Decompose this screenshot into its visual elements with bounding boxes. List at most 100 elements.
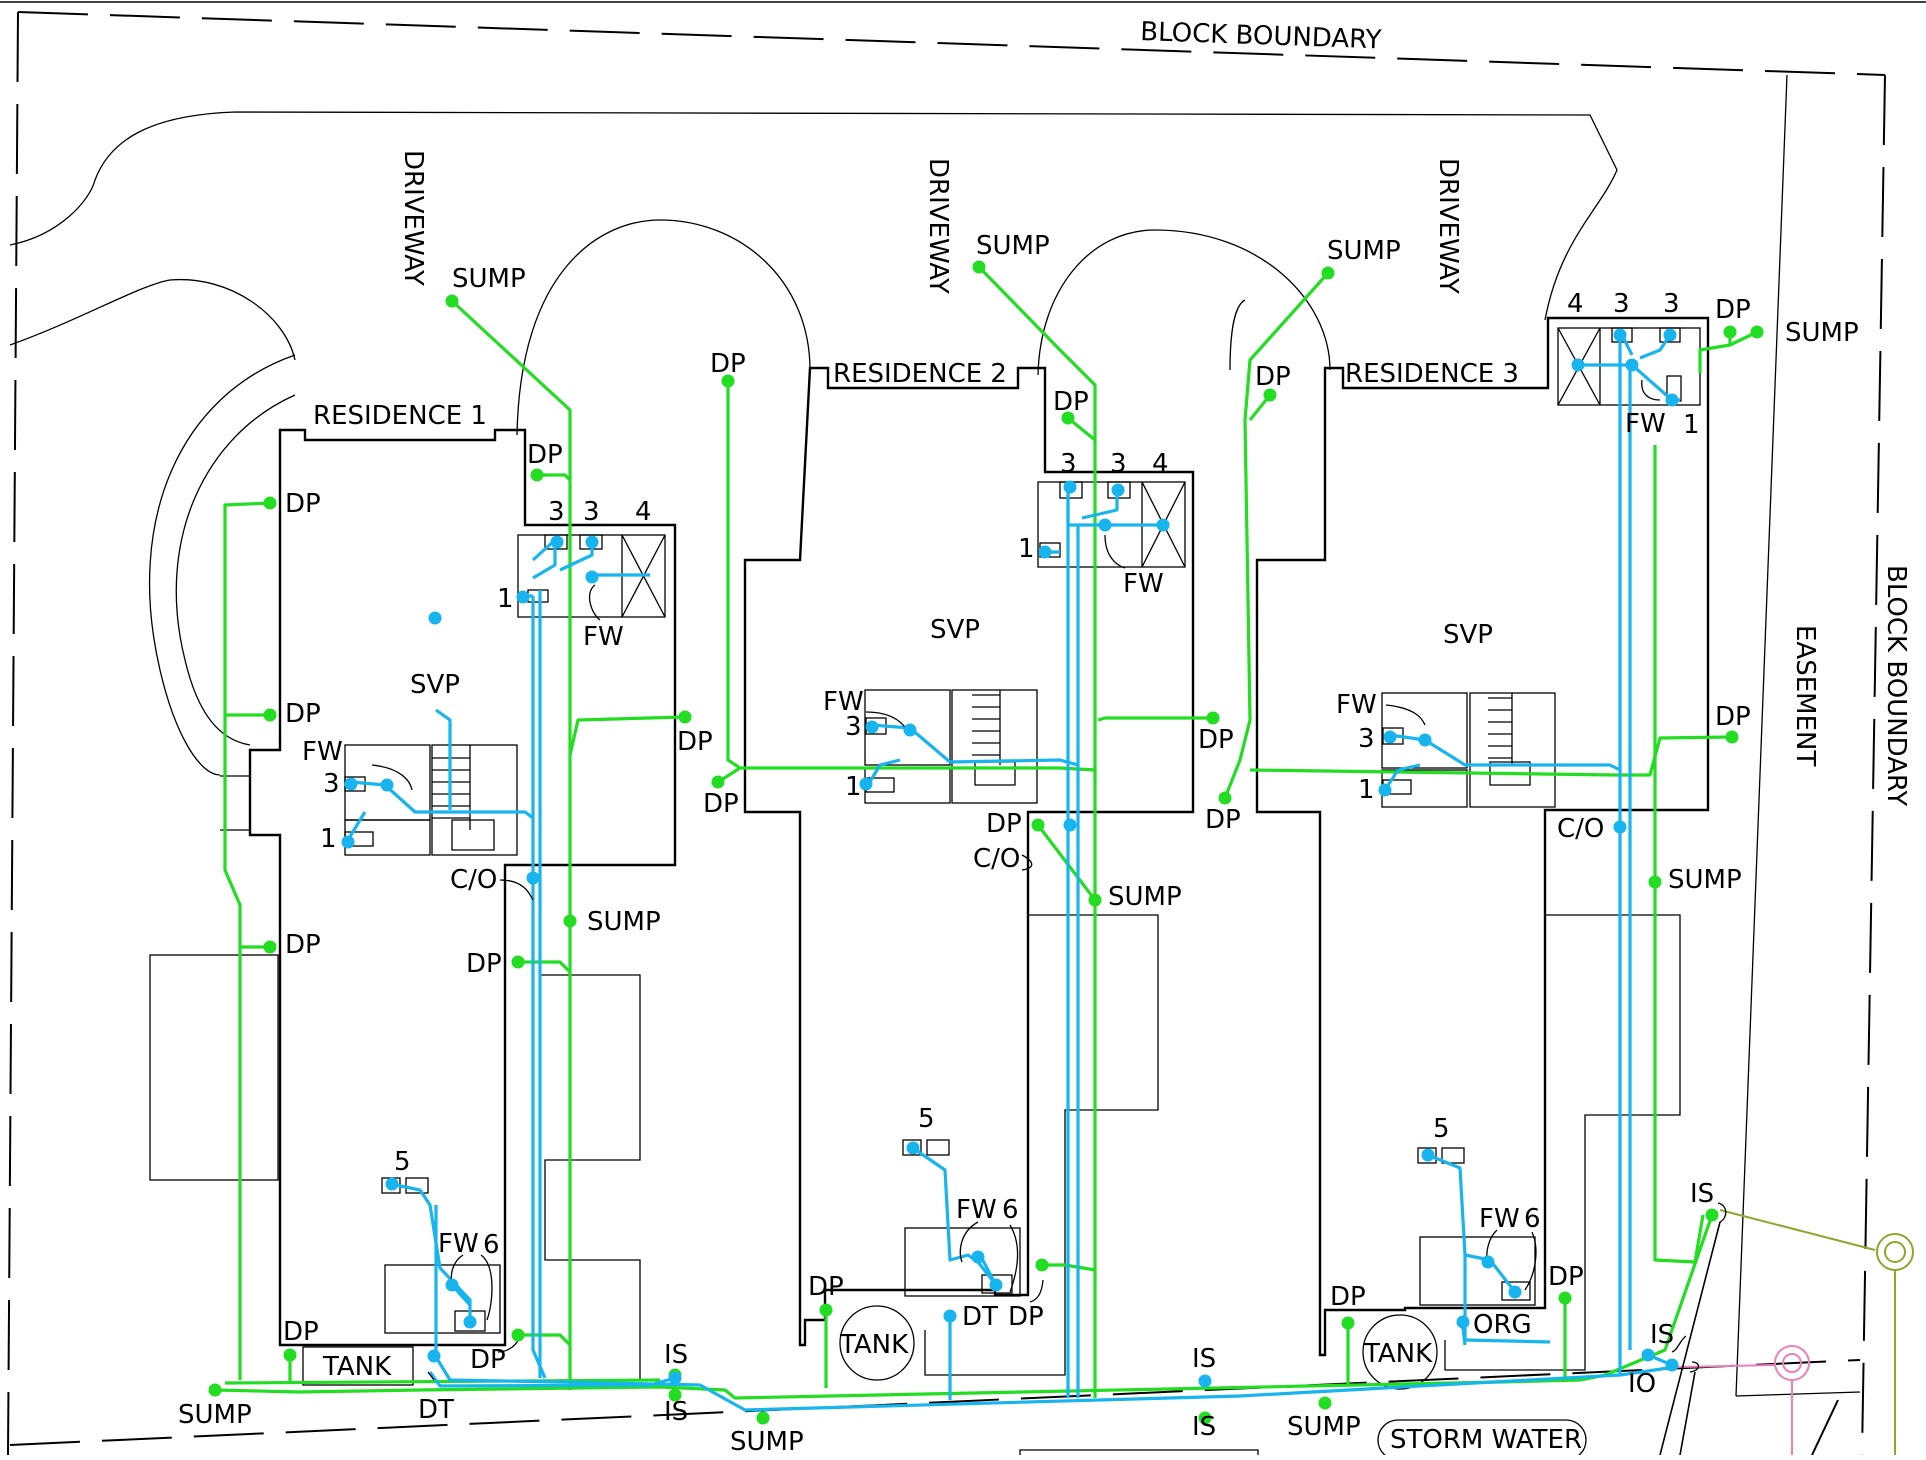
curve-outer xyxy=(148,354,296,776)
stormwater-pit xyxy=(530,468,544,482)
stormwater-r1-east xyxy=(537,473,686,756)
sewer-junction xyxy=(1098,518,1112,532)
label-residence-3: RESIDENCE 3 xyxy=(1345,359,1519,389)
leader-is-r3 xyxy=(1671,1335,1687,1353)
r3-basin-a xyxy=(1611,327,1633,343)
stormwater-pit xyxy=(668,1388,682,1402)
leader-io xyxy=(1689,1361,1700,1373)
stormwater-pit xyxy=(1088,893,1102,907)
stormwater-pit xyxy=(756,1411,770,1425)
outbuilding-1 xyxy=(149,954,279,1181)
common-driveway-edge xyxy=(9,111,1618,321)
sewer-connection-pit-inner xyxy=(1782,1353,1802,1373)
label-sump-main: SUMP xyxy=(730,1427,804,1455)
label-leaders xyxy=(371,379,1727,1381)
label-dp-r2-b: DP xyxy=(1198,725,1234,755)
stormwater-pit xyxy=(263,496,277,510)
label-co-r3: C/O xyxy=(1557,814,1604,844)
label-dp-r1-c: DP xyxy=(285,930,321,960)
label-dp-r3-b: DP xyxy=(1715,702,1751,732)
label-dp-r1-g: DP xyxy=(466,949,502,979)
stormwater-branch-r1 xyxy=(224,1378,661,1385)
stormwater-pit xyxy=(1218,791,1232,805)
sewer-junction xyxy=(585,535,599,549)
label-num-5-r1: 5 xyxy=(394,1147,411,1177)
sewer-junction xyxy=(1613,328,1627,342)
sewer-junction xyxy=(585,570,599,584)
stormwater-sump-r2 xyxy=(977,265,1097,1398)
label-easement: EASEMENT xyxy=(1790,625,1820,766)
sewer-junction xyxy=(463,1315,477,1329)
r2-stair-treads xyxy=(972,690,1016,786)
sewer-junction xyxy=(341,835,355,849)
stormwater-pit xyxy=(263,940,277,954)
stormwater-sump-r2-east xyxy=(1223,271,1330,799)
sewer-junction xyxy=(427,1349,441,1363)
stormwater-sump-r3 xyxy=(1698,330,1758,373)
sewer-junction xyxy=(1481,1255,1495,1269)
stormwater-sump-r1 xyxy=(450,299,572,1390)
r3-stair-treads xyxy=(1488,693,1531,786)
r2-basin-b xyxy=(1107,481,1131,499)
leader-is-east xyxy=(1717,1202,1727,1223)
sewer-junction xyxy=(385,1177,399,1191)
label-num-4-r1: 4 xyxy=(635,497,652,527)
sewer-junction xyxy=(380,778,394,792)
driveway-arch-2 xyxy=(1037,229,1331,376)
label-residence-1: RESIDENCE 1 xyxy=(313,401,487,431)
sewer-junction xyxy=(550,535,564,549)
label-sump-r2-mid: SUMP xyxy=(1108,882,1182,912)
leader-6-r1 xyxy=(480,1254,493,1321)
stormwater-r1-west xyxy=(223,501,271,1380)
text-labels: BLOCK BOUNDARY BLOCK BOUNDARY EASEMENT D… xyxy=(178,17,1911,1460)
stormwater-connection-pit-inner xyxy=(1884,1241,1906,1263)
stormwater-r1-dp-south xyxy=(518,960,572,1347)
label-fw-r1-mid: FW xyxy=(302,737,343,767)
stormwater-pit xyxy=(511,955,525,969)
label-is-r3: IS xyxy=(1650,1320,1674,1350)
label-dp-r2-c: DP xyxy=(986,809,1022,839)
leader-co-r2 xyxy=(1021,854,1033,871)
label-driveway-1: DRIVEWAY xyxy=(398,150,428,286)
stormwater-pit xyxy=(1061,411,1075,425)
stormwater-r2-dp-south xyxy=(1042,1263,1096,1272)
leader-fw-r1 xyxy=(371,764,413,791)
stormwater-pit xyxy=(1648,875,1662,889)
storm-water-tag xyxy=(1377,1419,1587,1460)
stormwater-pit xyxy=(1725,730,1739,744)
label-num-1-r1-upper: 1 xyxy=(497,584,514,614)
stormwater-pit xyxy=(208,1383,222,1397)
stormwater-pit xyxy=(563,914,577,928)
sewer-junction xyxy=(1418,733,1432,747)
residence-1-outline xyxy=(248,428,677,1347)
label-tank-2: TANK xyxy=(839,1330,909,1360)
sewer-junction xyxy=(1665,393,1679,407)
tank-2-circle xyxy=(839,1305,915,1381)
sewer-junction xyxy=(1063,818,1077,832)
sewer-r2-stack xyxy=(1066,490,1080,1398)
sewer-r2-mid-branches xyxy=(866,723,1079,786)
boundary-left xyxy=(7,11,19,1456)
residence-2-outline xyxy=(743,366,1195,1347)
stormwater-pit xyxy=(1321,266,1335,280)
sewer-r3-mid-branches xyxy=(1383,733,1621,791)
label-num-5-r3: 5 xyxy=(1433,1114,1450,1144)
sewer-junction xyxy=(859,777,873,791)
r2-laundry xyxy=(864,689,951,766)
label-num-3-r1-a: 3 xyxy=(548,497,565,527)
sewer-junction xyxy=(1456,1315,1470,1329)
leader-fw-r3 xyxy=(1385,704,1426,726)
storm-water-pad xyxy=(1019,1449,1259,1455)
main-connections xyxy=(1659,1209,1914,1456)
fixtures xyxy=(344,327,1701,1334)
outbuildings xyxy=(149,914,1681,1455)
sewer-junction xyxy=(1663,328,1677,342)
label-num-4-r3: 4 xyxy=(1567,289,1584,319)
label-sump-r1-south: SUMP xyxy=(178,1400,252,1430)
label-dp-r2r3-mid: DP xyxy=(1205,805,1241,835)
label-num-3-r3-mid: 3 xyxy=(1358,724,1375,754)
sewer-junction xyxy=(1038,545,1052,559)
sewer-r3-stack xyxy=(1618,340,1632,1375)
label-svp-r3: SVP xyxy=(1443,620,1493,650)
stormwater-pit xyxy=(263,708,277,722)
